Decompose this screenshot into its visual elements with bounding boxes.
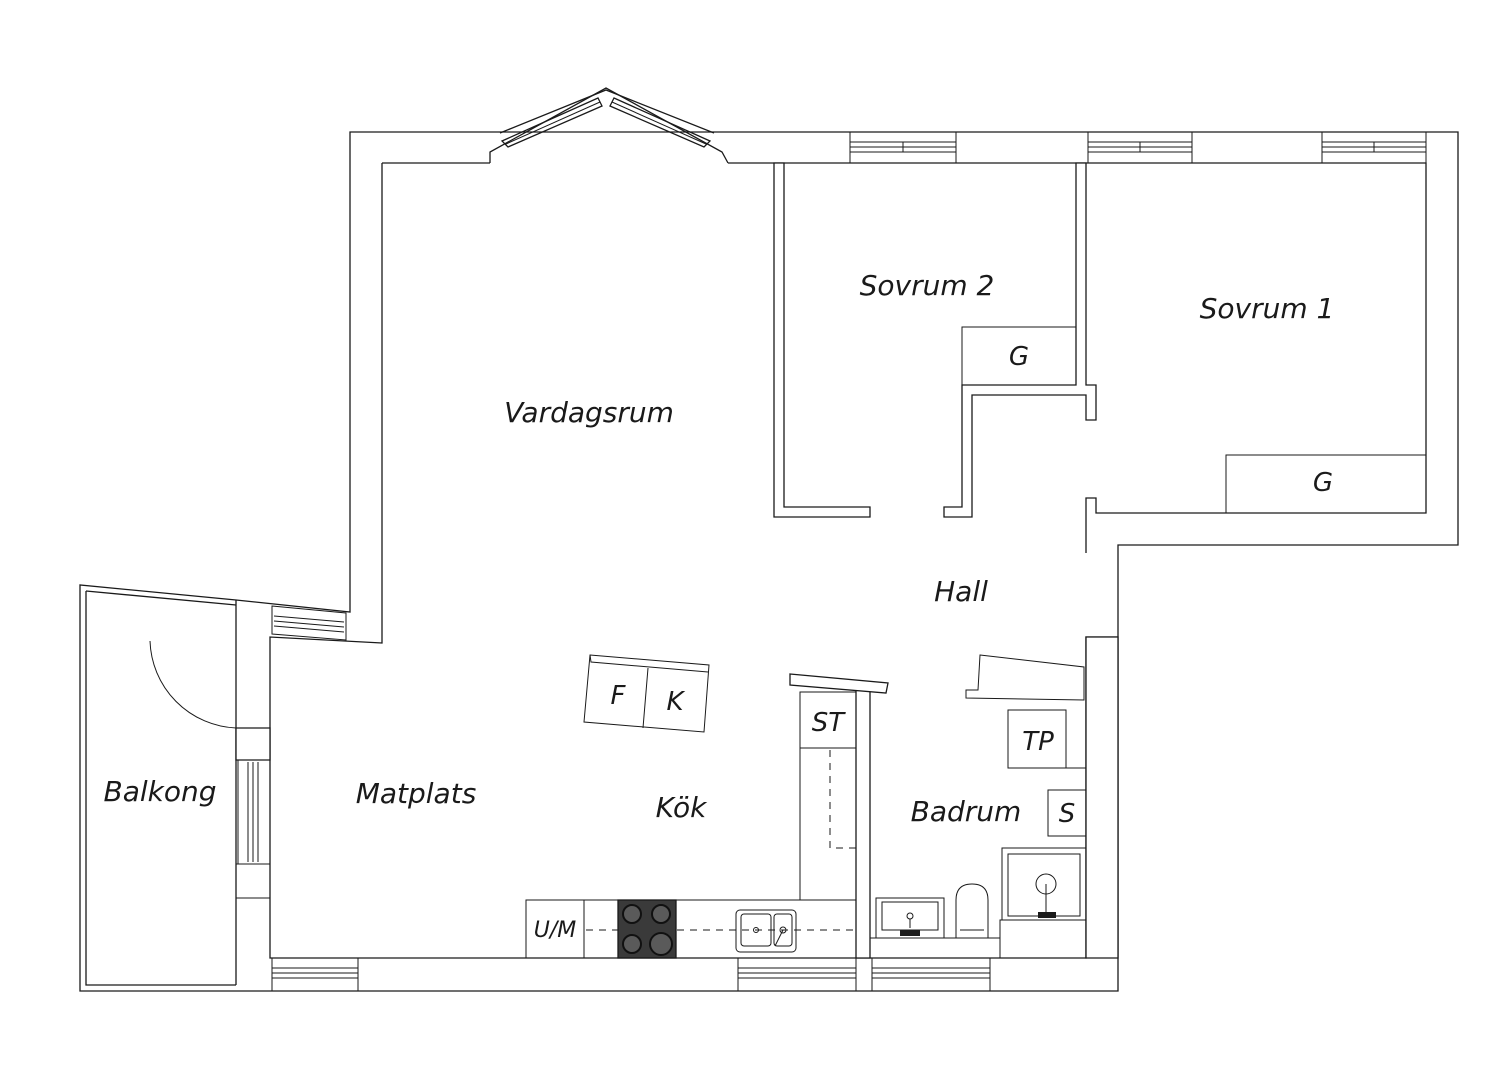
stove-icon bbox=[617, 899, 677, 959]
fixture-labels: G G F K ST TP S U/M bbox=[534, 342, 1333, 943]
washer-label: S bbox=[1059, 799, 1076, 829]
interior-walls bbox=[773, 162, 1426, 959]
toilet-icon bbox=[955, 883, 989, 938]
kitchen-sink-icon bbox=[735, 909, 797, 953]
freezer-label: F bbox=[611, 681, 627, 711]
room-label-hall: Hall bbox=[934, 575, 988, 608]
room-labels: Vardagsrum Sovrum 2 Sovrum 1 Hall Balkon… bbox=[103, 269, 1334, 828]
windows bbox=[237, 131, 1427, 992]
wardrobe-label-sovrum1: G bbox=[1313, 468, 1333, 498]
room-label-balkong: Balkong bbox=[103, 775, 216, 808]
room-label-badrum: Badrum bbox=[911, 795, 1022, 828]
dryer-label: TP bbox=[1022, 727, 1054, 757]
kitchen-counter bbox=[525, 691, 857, 959]
dishwasher-label: ST bbox=[812, 708, 847, 738]
room-label-kok: Kök bbox=[656, 791, 708, 824]
room-label-sovrum1: Sovrum 1 bbox=[1200, 292, 1335, 325]
oven-microwave-label: U/M bbox=[534, 918, 577, 943]
fridge-label: K bbox=[666, 687, 685, 717]
exterior-walls bbox=[79, 131, 1459, 992]
room-label-vardagsrum: Vardagsrum bbox=[504, 396, 674, 429]
room-label-matplats: Matplats bbox=[356, 777, 477, 810]
wardrobe-label-sovrum2: G bbox=[1009, 342, 1029, 372]
room-label-sovrum2: Sovrum 2 bbox=[860, 269, 995, 302]
bay-window bbox=[489, 87, 729, 164]
bathroom-sink-icon bbox=[875, 897, 945, 939]
door-swing-icon bbox=[149, 640, 271, 899]
fridge-freezer-unit bbox=[583, 654, 710, 733]
shower-icon bbox=[1001, 847, 1087, 921]
